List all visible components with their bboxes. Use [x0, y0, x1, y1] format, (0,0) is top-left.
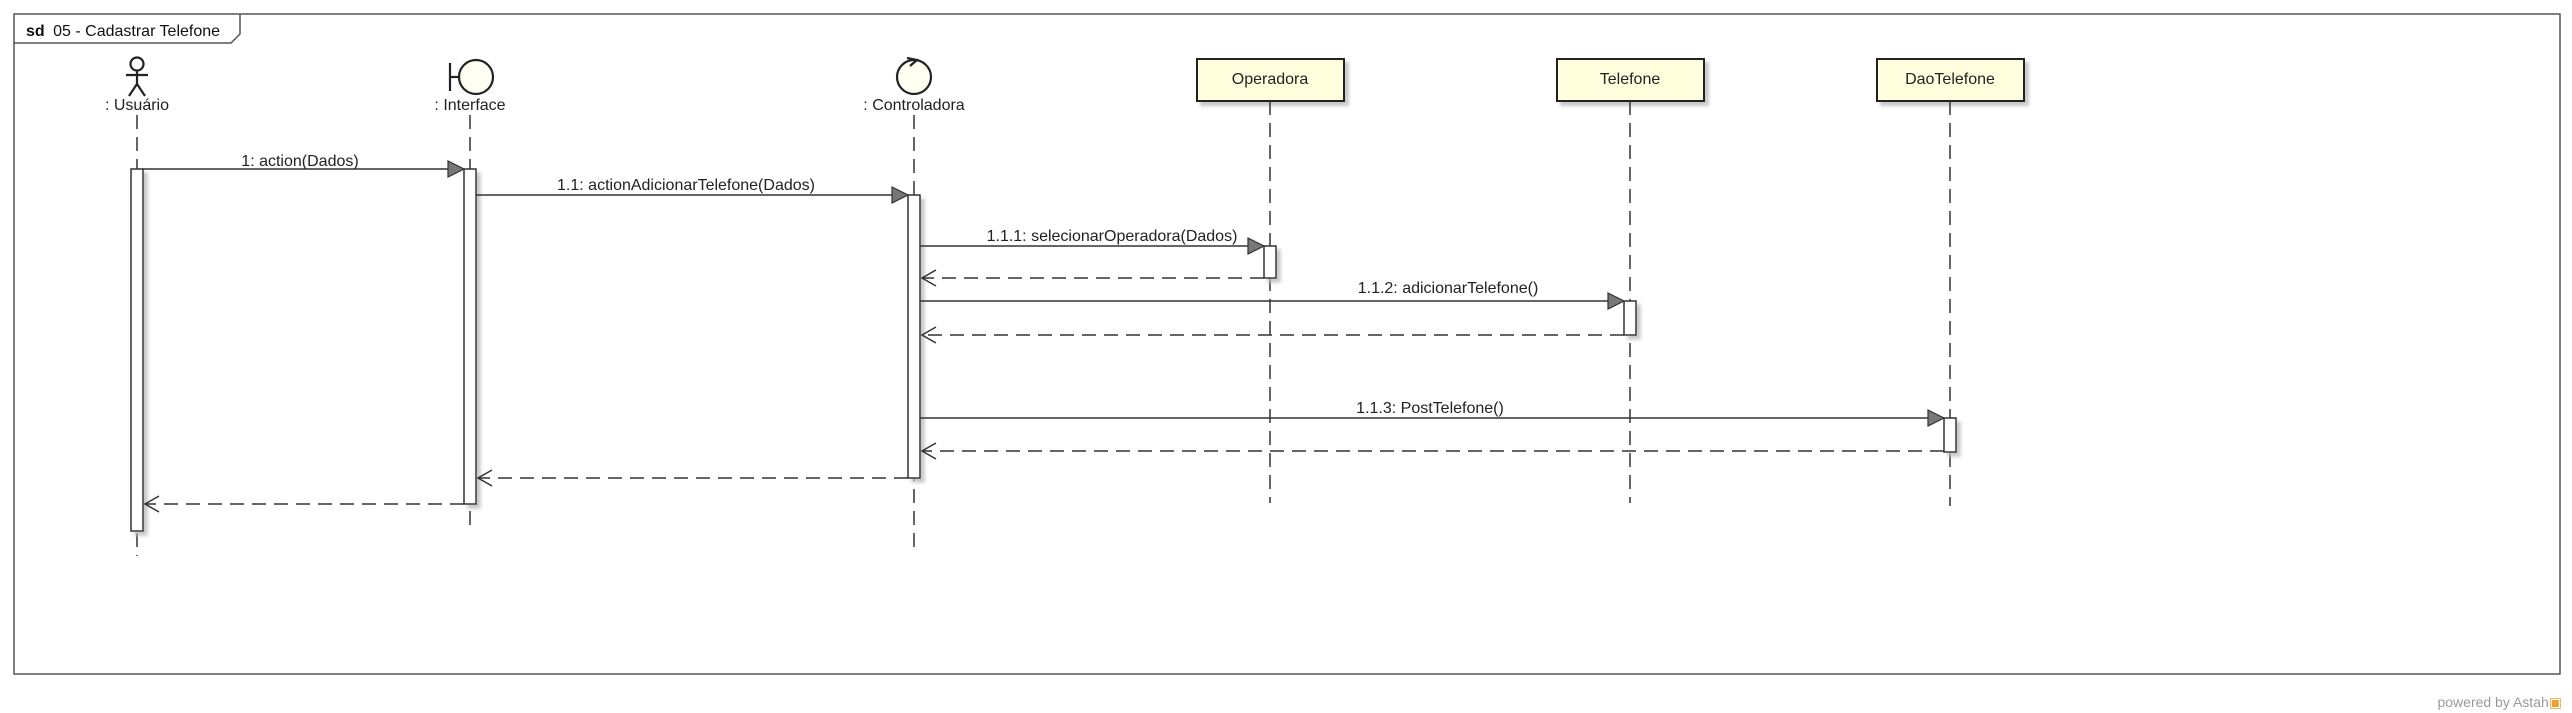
lifeline-interface[interactable]: : Interface	[434, 58, 506, 114]
message-1[interactable]: 1: action(Dados)	[143, 153, 466, 178]
arrowhead-filled-icon	[891, 186, 910, 204]
lifeline-daotelefone[interactable]: DaoTelefone	[1876, 58, 2025, 102]
arrowhead-filled-icon	[1607, 292, 1626, 310]
message-1-1-3[interactable]: 1.1.3: PostTelefone()	[920, 400, 1946, 427]
activation-interface	[463, 168, 477, 505]
activation-controladora	[907, 194, 921, 479]
arrowhead-open-icon	[476, 469, 493, 487]
return-message-daotelefone[interactable]	[920, 442, 1944, 460]
arrowhead-filled-icon	[1247, 237, 1266, 255]
return-message-interface[interactable]	[143, 495, 464, 513]
message-label: 1.1.3: PostTelefone()	[1356, 400, 1504, 417]
message-label: 1.1: actionAdicionarTelefone(Dados)	[557, 177, 815, 194]
astah-logo-icon: ▣	[2548, 694, 2562, 710]
boundary-icon	[448, 58, 495, 96]
arrowhead-open-icon	[143, 495, 160, 513]
activation-telefone	[1623, 300, 1637, 336]
lifeline-usuario[interactable]: : Usuário	[105, 56, 169, 115]
activation-operadora	[1263, 245, 1277, 279]
frame-keyword: sd	[26, 23, 45, 40]
activation-usuario	[130, 168, 144, 532]
arrowhead-filled-icon	[1927, 409, 1946, 427]
message-label: 1.1.1: selecionarOperadora(Dados)	[987, 228, 1238, 245]
arrowhead-open-icon	[920, 442, 937, 460]
message-label: 1.1.2: adicionarTelefone()	[1358, 280, 1539, 297]
lifeline-label-controladora: : Controladora	[863, 97, 964, 114]
footer-branding: powered by Astah▣	[2437, 694, 2562, 711]
actor-icon	[126, 56, 148, 97]
arrowhead-open-icon	[920, 269, 937, 287]
lifeline-label-daotelefone: DaoTelefone	[1905, 71, 1995, 88]
arrowhead-filled-icon	[447, 160, 466, 178]
message-label: 1: action(Dados)	[241, 153, 358, 170]
lifeline-label-interface: : Interface	[434, 97, 505, 114]
lifeline-controladora[interactable]: : Controladora	[863, 56, 965, 114]
footer-text: powered by Astah	[2437, 694, 2549, 710]
message-1-1[interactable]: 1.1: actionAdicionarTelefone(Dados)	[476, 177, 910, 204]
lifeline-operadora[interactable]: Operadora	[1196, 58, 1345, 102]
activation-bars	[130, 168, 1957, 532]
message-1-1-2[interactable]: 1.1.2: adicionarTelefone()	[920, 280, 1626, 310]
lifeline-telefone[interactable]: Telefone	[1556, 58, 1705, 102]
return-message-telefone[interactable]	[920, 326, 1624, 344]
activation-daotelefone	[1943, 417, 1957, 453]
return-message-controladora[interactable]	[476, 469, 908, 487]
lifeline-label-telefone: Telefone	[1600, 71, 1661, 88]
frame-title: 05 - Cadastrar Telefone	[53, 23, 220, 40]
svg-text:sd 05 - Cadastrar Telefo: sd 05 - Cadastrar Telefone	[26, 23, 220, 40]
return-message-operadora[interactable]	[920, 269, 1264, 287]
arrowhead-open-icon	[920, 326, 937, 344]
lifeline-label-operadora: Operadora	[1232, 71, 1309, 88]
sequence-frame: sd 05 - Cadastrar Telefone	[13, 13, 2561, 675]
lifeline-label-usuario: : Usuário	[105, 97, 169, 114]
control-icon	[895, 56, 933, 96]
message-1-1-1[interactable]: 1.1.1: selecionarOperadora(Dados)	[920, 228, 1266, 255]
